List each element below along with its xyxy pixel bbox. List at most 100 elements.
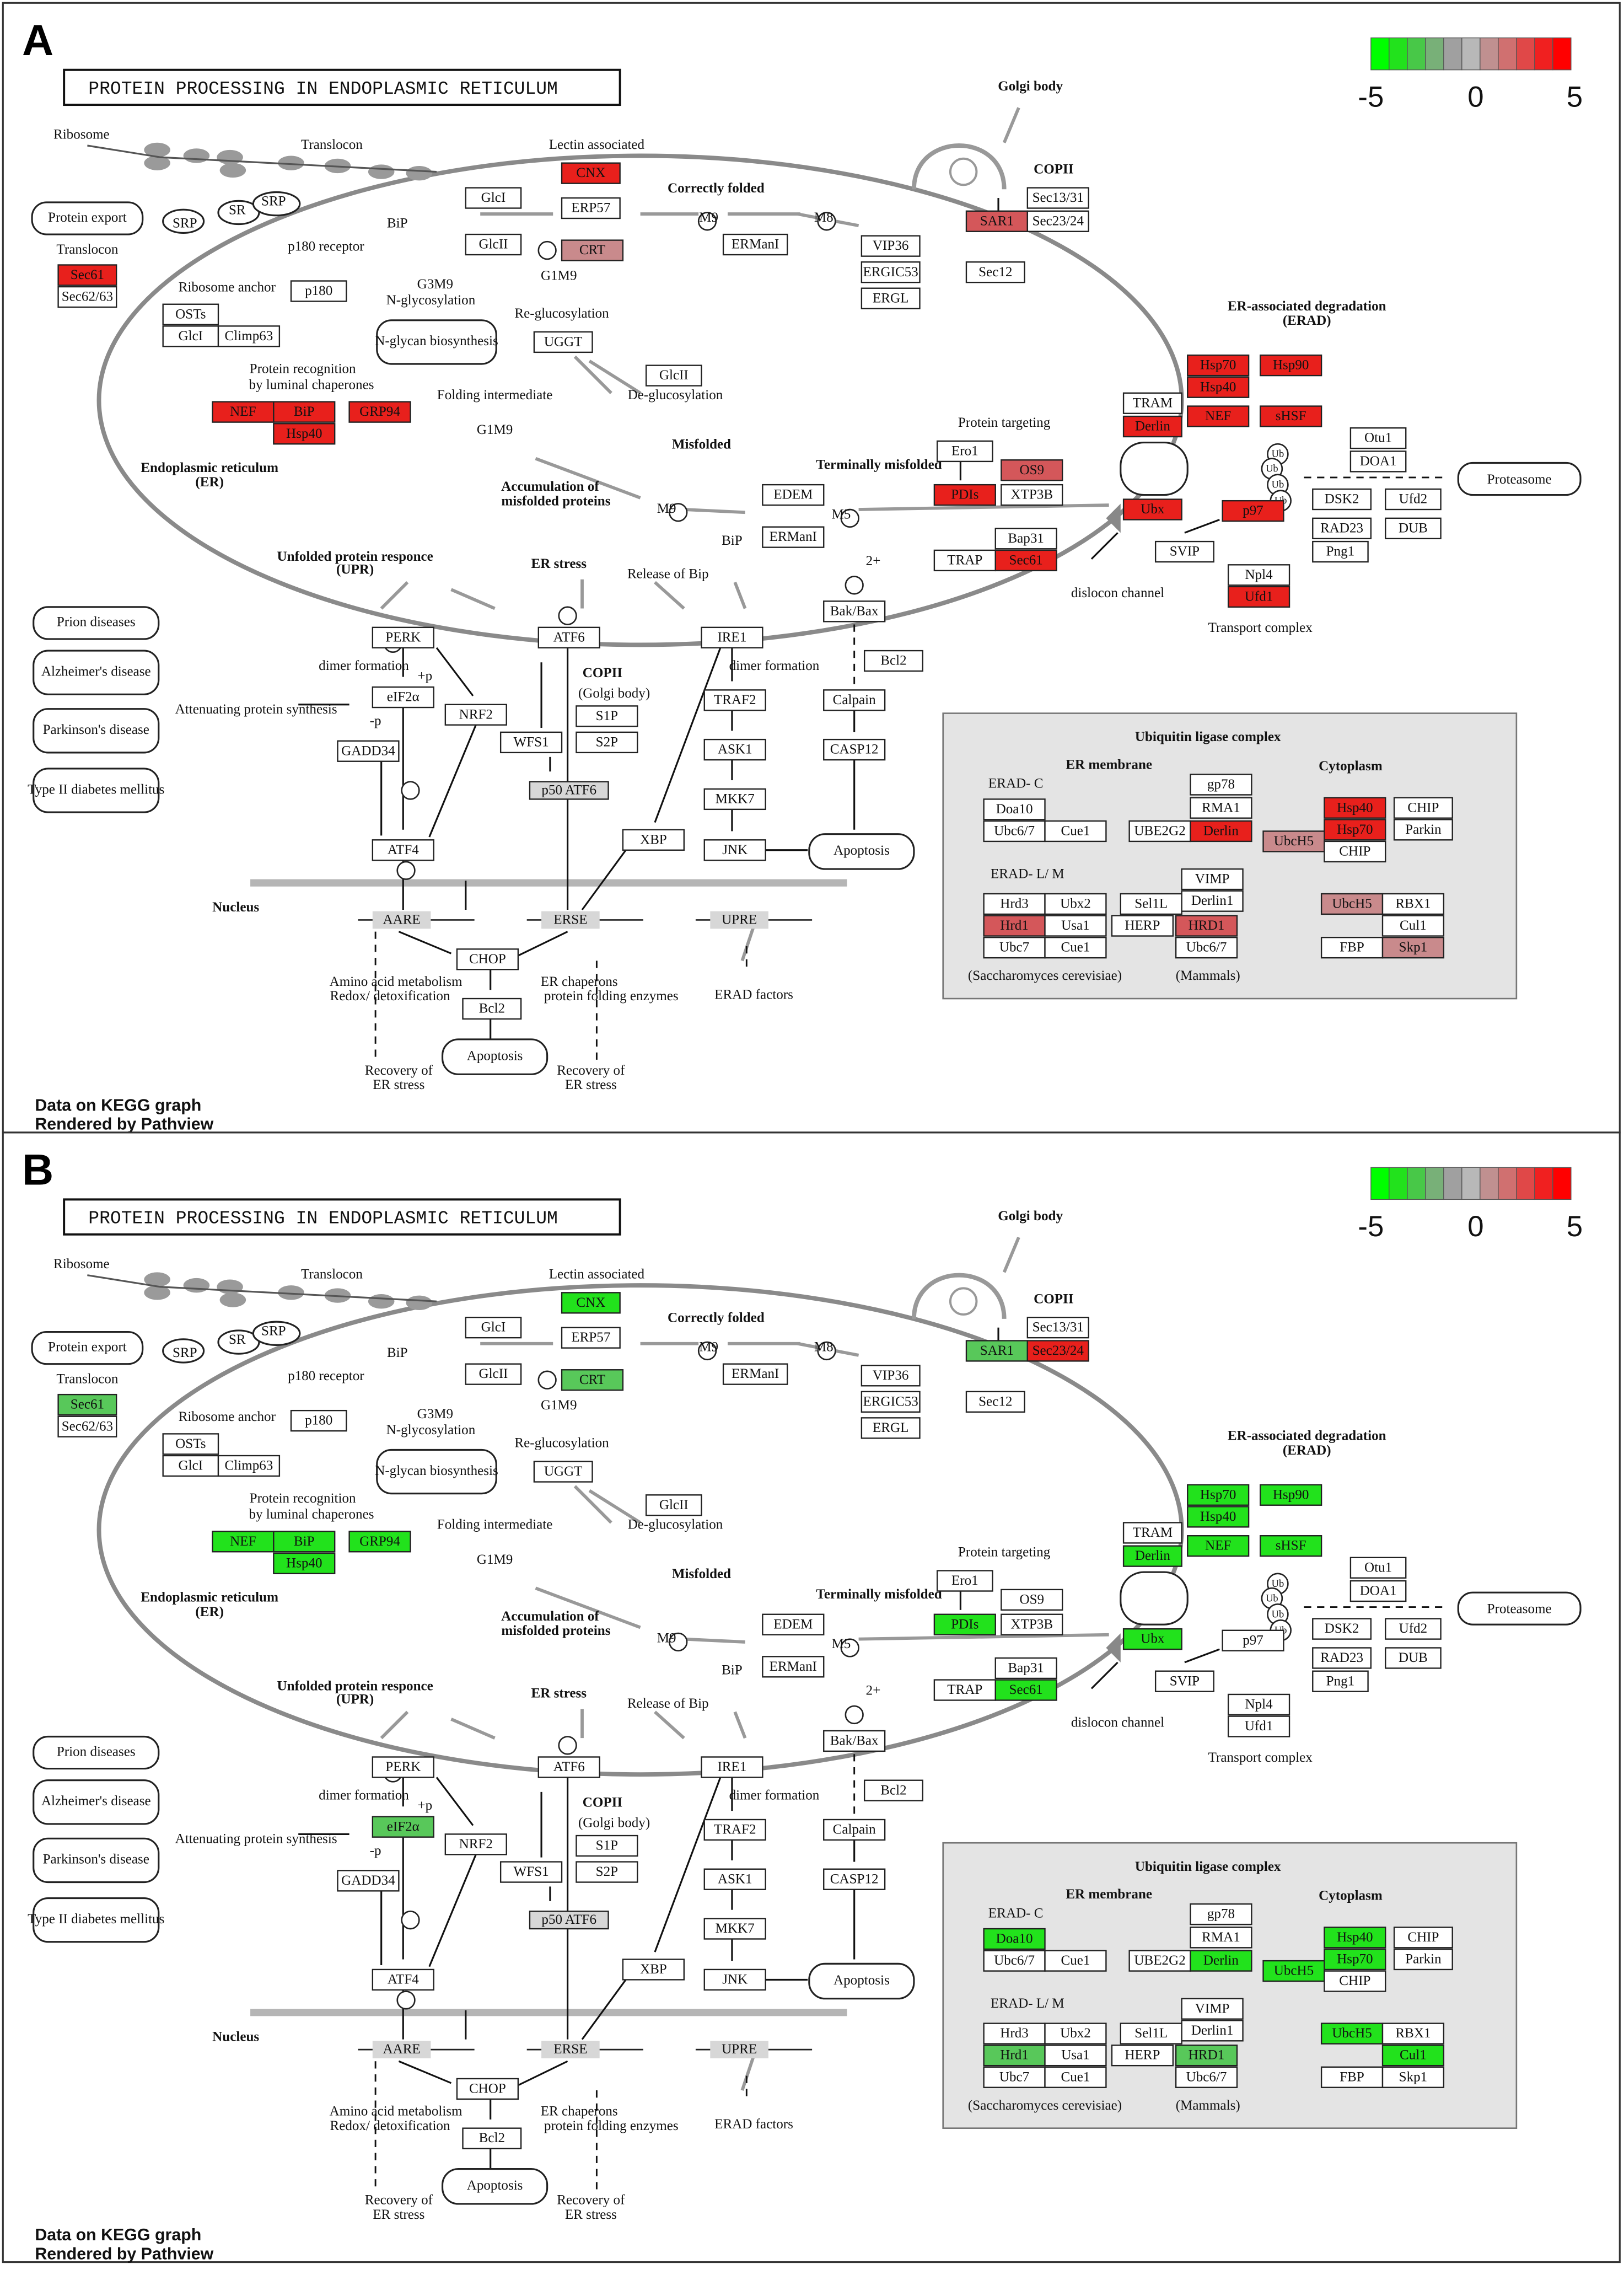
gene-box-ubx2[interactable] bbox=[1044, 2023, 1107, 2045]
gene-box-dub[interactable] bbox=[1385, 1647, 1442, 1669]
gene-box-s2p[interactable] bbox=[576, 1861, 638, 1883]
gene-box-ubch5a[interactable] bbox=[1262, 830, 1325, 852]
gene-box-bcl2[interactable] bbox=[863, 1779, 923, 1801]
gene-box-chipb[interactable] bbox=[1324, 1970, 1386, 1992]
gene-box-nrf2[interactable] bbox=[444, 1833, 507, 1855]
gene-box-hsp90e[interactable] bbox=[1260, 354, 1322, 377]
gene-box-os9[interactable] bbox=[1001, 459, 1063, 481]
gene-box-shsf[interactable] bbox=[1260, 405, 1322, 427]
gene-box-bakbax[interactable] bbox=[823, 600, 886, 623]
gene-box-glcia[interactable] bbox=[465, 1317, 522, 1339]
gene-box-derlinu[interactable] bbox=[1190, 820, 1252, 843]
gene-box-xtp3b[interactable] bbox=[1001, 484, 1063, 506]
gene-box-wfs1[interactable] bbox=[499, 1861, 563, 1883]
gene-box-sec61e[interactable] bbox=[994, 549, 1057, 572]
gene-box-uggt[interactable] bbox=[533, 331, 593, 353]
gene-box-ubch5a[interactable] bbox=[1262, 1960, 1325, 1982]
gene-box-edem[interactable] bbox=[762, 1613, 825, 1635]
gene-box-hsp40l[interactable] bbox=[273, 423, 336, 445]
gene-box-ubx[interactable] bbox=[1122, 498, 1182, 521]
gene-box-p97[interactable] bbox=[1222, 1629, 1284, 1651]
gene-box-ubc6-7[interactable] bbox=[983, 820, 1046, 843]
gene-box-sec62-63[interactable] bbox=[57, 1415, 117, 1437]
gene-box-sec61e[interactable] bbox=[994, 1679, 1057, 1701]
gene-box-hrd1[interactable] bbox=[1175, 915, 1238, 937]
gene-box-png1[interactable] bbox=[1312, 540, 1369, 563]
gene-box-ermanib[interactable] bbox=[762, 1656, 825, 1678]
gene-box-perk[interactable] bbox=[372, 1756, 434, 1778]
gene-box-crt[interactable] bbox=[561, 239, 624, 261]
gene-box-skp1[interactable] bbox=[1381, 936, 1445, 959]
gene-box-parkin[interactable] bbox=[1393, 819, 1453, 841]
gene-box-rad23[interactable] bbox=[1312, 517, 1372, 539]
gene-box-osts[interactable] bbox=[162, 303, 219, 325]
gene-box-hsp40l[interactable] bbox=[273, 1552, 336, 1575]
gene-box-bakbax[interactable] bbox=[823, 1730, 886, 1752]
gene-box-svip[interactable] bbox=[1154, 1670, 1214, 1692]
gene-box-bcl2b[interactable] bbox=[462, 997, 522, 1020]
gene-box-eif2a[interactable] bbox=[372, 1816, 434, 1838]
gene-box-bip[interactable] bbox=[273, 401, 336, 423]
gene-box-sel1l[interactable] bbox=[1120, 893, 1182, 915]
gene-box-ubch5b[interactable] bbox=[1320, 2023, 1384, 2045]
pathway-link-parkinsons[interactable] bbox=[33, 708, 160, 754]
gene-box-ufd2[interactable] bbox=[1385, 1618, 1442, 1640]
gene-box-tram[interactable] bbox=[1122, 1522, 1182, 1544]
gene-box-gp78[interactable] bbox=[1190, 1903, 1252, 1925]
gene-box-cue1b[interactable] bbox=[1044, 936, 1107, 959]
gene-box-ubc6-7b[interactable] bbox=[1175, 2066, 1238, 2088]
gene-box-atf4[interactable] bbox=[372, 1968, 434, 1991]
gene-box-otu1[interactable] bbox=[1349, 427, 1407, 449]
gene-box-grp94[interactable] bbox=[348, 401, 411, 423]
gene-box-xbp[interactable] bbox=[622, 829, 685, 851]
gene-box-ergic53[interactable] bbox=[861, 1391, 921, 1413]
gene-box-ubc7[interactable] bbox=[983, 936, 1046, 959]
pathway-link-parkinsons[interactable] bbox=[33, 1837, 160, 1884]
gene-box-hsp40e[interactable] bbox=[1187, 1506, 1250, 1528]
gene-box-sec13-31[interactable] bbox=[1026, 187, 1089, 209]
gene-box-ufd2[interactable] bbox=[1385, 488, 1442, 511]
gene-box-bcl2[interactable] bbox=[863, 650, 923, 672]
gene-box-hrd1[interactable] bbox=[983, 915, 1046, 937]
gene-box-climp63[interactable] bbox=[217, 325, 281, 347]
gene-box-bip[interactable] bbox=[273, 1531, 336, 1553]
gene-box-ire1[interactable] bbox=[701, 626, 763, 648]
gene-box-cue1[interactable] bbox=[1044, 1950, 1107, 1972]
gene-box-p50atf6[interactable] bbox=[529, 781, 609, 800]
gene-box-derlin[interactable] bbox=[1122, 1545, 1182, 1567]
gene-box-chop[interactable] bbox=[456, 948, 519, 970]
pathway-link-apoptosis-2[interactable] bbox=[441, 1038, 548, 1075]
pathway-link-proteasome[interactable] bbox=[1457, 462, 1582, 496]
gene-box-rma1[interactable] bbox=[1190, 797, 1252, 819]
gene-box-p50atf6[interactable] bbox=[529, 1911, 609, 1930]
gene-box-jnk[interactable] bbox=[703, 839, 766, 861]
gene-box-ubc7[interactable] bbox=[983, 2066, 1046, 2088]
gene-box-crt[interactable] bbox=[561, 1369, 624, 1391]
gene-box-ero1[interactable] bbox=[936, 1570, 993, 1592]
gene-box-chip[interactable] bbox=[1393, 797, 1453, 819]
gene-box-ermani[interactable] bbox=[722, 233, 788, 256]
gene-box-derlin[interactable] bbox=[1122, 415, 1182, 438]
gene-box-cnx[interactable] bbox=[561, 162, 621, 184]
gene-box-cul1[interactable] bbox=[1381, 2045, 1445, 2067]
gene-box-npl4[interactable] bbox=[1227, 564, 1290, 586]
pathway-link-nglycanbio[interactable] bbox=[376, 1449, 497, 1495]
gene-box-hspu40[interactable] bbox=[1324, 1927, 1386, 1949]
gene-box-s1p[interactable] bbox=[576, 1834, 638, 1857]
gene-box-mkk7[interactable] bbox=[703, 788, 766, 811]
gene-box-cul1[interactable] bbox=[1381, 915, 1445, 937]
gene-box-hspu70[interactable] bbox=[1324, 819, 1386, 841]
gene-box-glciib[interactable] bbox=[645, 364, 702, 387]
gene-box-sec23-24[interactable] bbox=[1026, 210, 1089, 232]
gene-box-png1[interactable] bbox=[1312, 1670, 1369, 1692]
gene-box-jnk[interactable] bbox=[703, 1968, 766, 1991]
gene-box-sec61t[interactable] bbox=[57, 264, 117, 286]
gene-box-sec61t[interactable] bbox=[57, 1393, 117, 1416]
gene-box-herp[interactable] bbox=[1111, 2045, 1174, 2067]
gene-box-erp57[interactable] bbox=[561, 1327, 621, 1349]
gene-box-otu1[interactable] bbox=[1349, 1557, 1407, 1579]
gene-box-ube2g2[interactable] bbox=[1128, 820, 1191, 843]
gene-box-pdis[interactable] bbox=[933, 484, 996, 506]
gene-box-sec12[interactable] bbox=[965, 1391, 1025, 1413]
gene-box-ask1[interactable] bbox=[703, 1868, 766, 1890]
